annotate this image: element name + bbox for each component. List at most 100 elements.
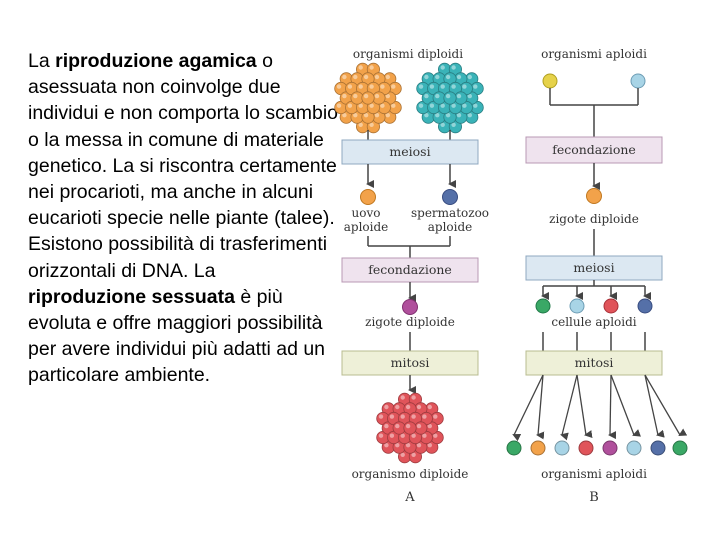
a-box-meiosis-label: meiosi xyxy=(389,144,430,159)
b-bottom-label: organismi aploidi xyxy=(541,467,647,481)
cluster-cell-highlight xyxy=(363,74,369,80)
cluster-cell-highlight xyxy=(467,93,472,99)
cluster-cell-highlight xyxy=(451,103,456,108)
cluster-cell-highlight xyxy=(462,84,467,89)
cluster-cell-highlight xyxy=(347,103,353,108)
cluster-cell-highlight xyxy=(363,93,369,99)
cluster-cell-highlight xyxy=(433,414,438,419)
cluster-cell-highlight xyxy=(358,122,363,128)
cluster-cell-highlight xyxy=(336,84,342,89)
cluster-cell-highlight xyxy=(467,74,472,80)
cluster-cell xyxy=(443,91,457,105)
a-zygote-cell xyxy=(402,299,418,315)
cluster-cell-highlight xyxy=(451,65,456,70)
sperm-label-line2: aploide xyxy=(428,220,473,234)
b-haploid-organism xyxy=(672,440,688,456)
b-zygote-label: zigote diploide xyxy=(549,212,639,226)
b-box-mitosis-label: mitosi xyxy=(575,355,614,370)
cluster-cell-highlight xyxy=(456,93,462,99)
cluster-cell-highlight xyxy=(342,113,347,118)
b-letter: B xyxy=(589,490,599,505)
cluster-cell-highlight xyxy=(384,404,389,410)
cluster-cell-highlight xyxy=(427,443,432,448)
sperm-cell xyxy=(442,189,458,205)
cluster-cell-highlight xyxy=(395,423,400,429)
cluster-cell-highlight xyxy=(416,423,422,429)
b-branch-arrow xyxy=(644,374,665,438)
cluster-cell-highlight xyxy=(369,84,374,89)
reproduction-cycles-diagram: organismi diploidi meiosi uovo aploide s… xyxy=(334,47,688,505)
term-sexual-reproduction: riproduzione sessuata xyxy=(28,285,235,308)
cluster-cell-highlight xyxy=(384,423,389,429)
cluster-cell-highlight xyxy=(380,103,385,108)
cluster-cell-highlight xyxy=(405,423,411,429)
cluster-cell-highlight xyxy=(411,395,416,400)
cluster-cell-highlight xyxy=(358,103,363,108)
b-branch-arrow xyxy=(512,374,544,442)
cluster-cell-highlight xyxy=(435,113,440,118)
cluster-cell-highlight xyxy=(400,452,405,457)
egg-label-line2: aploide xyxy=(344,220,389,234)
b-haploid-cell-blue xyxy=(637,298,653,314)
diploid-organism-teal-cluster xyxy=(416,62,484,134)
cluster-cell-highlight xyxy=(435,74,440,80)
cluster-cell-highlight xyxy=(400,414,405,419)
b-haploid-organism xyxy=(554,440,570,456)
cluster-cell-highlight xyxy=(353,74,358,80)
cluster-cell-highlight xyxy=(445,74,451,80)
cluster-cell-highlight xyxy=(435,93,440,99)
b-haploid-cell-lightblue xyxy=(569,298,585,314)
egg-label-line1: uovo xyxy=(352,206,381,220)
b-cells-label: cellule aploidi xyxy=(551,315,636,329)
cluster-cell-highlight xyxy=(400,395,405,400)
cluster-cell-highlight xyxy=(440,122,445,128)
a-zygote-label: zigote diploide xyxy=(365,315,455,329)
cluster-cell-highlight xyxy=(358,84,363,89)
cluster-cell-highlight xyxy=(363,113,369,118)
diploid-organism-orange-cluster xyxy=(334,62,402,134)
cluster-cell-highlight xyxy=(385,74,390,80)
cluster-cell xyxy=(403,421,417,435)
cluster-cell-highlight xyxy=(342,93,347,99)
cluster-cell-highlight xyxy=(411,433,416,438)
cluster-cell-highlight xyxy=(378,414,384,419)
description-paragraph: La riproduzione agamica o asessuata non … xyxy=(28,48,338,389)
cluster-cell-highlight xyxy=(389,433,395,438)
cluster-cell-highlight xyxy=(424,113,429,118)
b-top-label: organismi aploidi xyxy=(541,47,647,61)
cluster-cell-highlight xyxy=(418,84,424,89)
cluster-cell-highlight xyxy=(369,65,374,70)
cluster-cell-highlight xyxy=(429,103,435,108)
cluster-cell-highlight xyxy=(385,113,390,118)
cluster-cell-highlight xyxy=(451,122,456,128)
b-branch-arrow xyxy=(610,374,642,437)
cluster-cell-highlight xyxy=(422,433,427,438)
cluster-cell-highlight xyxy=(405,404,411,410)
b-branch-arrow xyxy=(608,374,617,440)
cluster-cell-highlight xyxy=(395,443,400,448)
cluster-cell-highlight xyxy=(400,433,405,438)
cluster-cell-highlight xyxy=(440,84,445,89)
sperm-label-line1: spermatozoo xyxy=(411,206,489,220)
b-box-meiosis xyxy=(525,255,663,281)
cluster-cell-highlight xyxy=(462,103,467,108)
text-sexual-description: è più evoluta e offre maggiori possibili… xyxy=(28,285,326,387)
b-box-fertilization xyxy=(525,136,663,164)
cluster-cell-highlight xyxy=(473,103,478,108)
b-haploid-organism xyxy=(650,440,666,456)
cluster-cell-highlight xyxy=(347,84,353,89)
cluster-cell-highlight xyxy=(389,414,395,419)
b-box-fertilization-label: fecondazione xyxy=(552,142,636,157)
diploid-organism-red-cluster xyxy=(376,392,444,464)
b-zygote-cell xyxy=(586,188,602,204)
cluster-cell-highlight xyxy=(353,93,358,99)
cluster-cell-highlight xyxy=(416,404,422,410)
cluster-cell-highlight xyxy=(418,103,424,108)
cluster-cell-highlight xyxy=(385,93,390,99)
cluster-cell-highlight xyxy=(456,113,462,118)
cluster-cell-highlight xyxy=(353,113,358,118)
b-haploid-cell-green xyxy=(535,298,551,314)
b-haploid-organism xyxy=(530,440,546,456)
cluster-cell-highlight xyxy=(424,93,429,99)
cluster-cell-highlight xyxy=(433,433,438,438)
